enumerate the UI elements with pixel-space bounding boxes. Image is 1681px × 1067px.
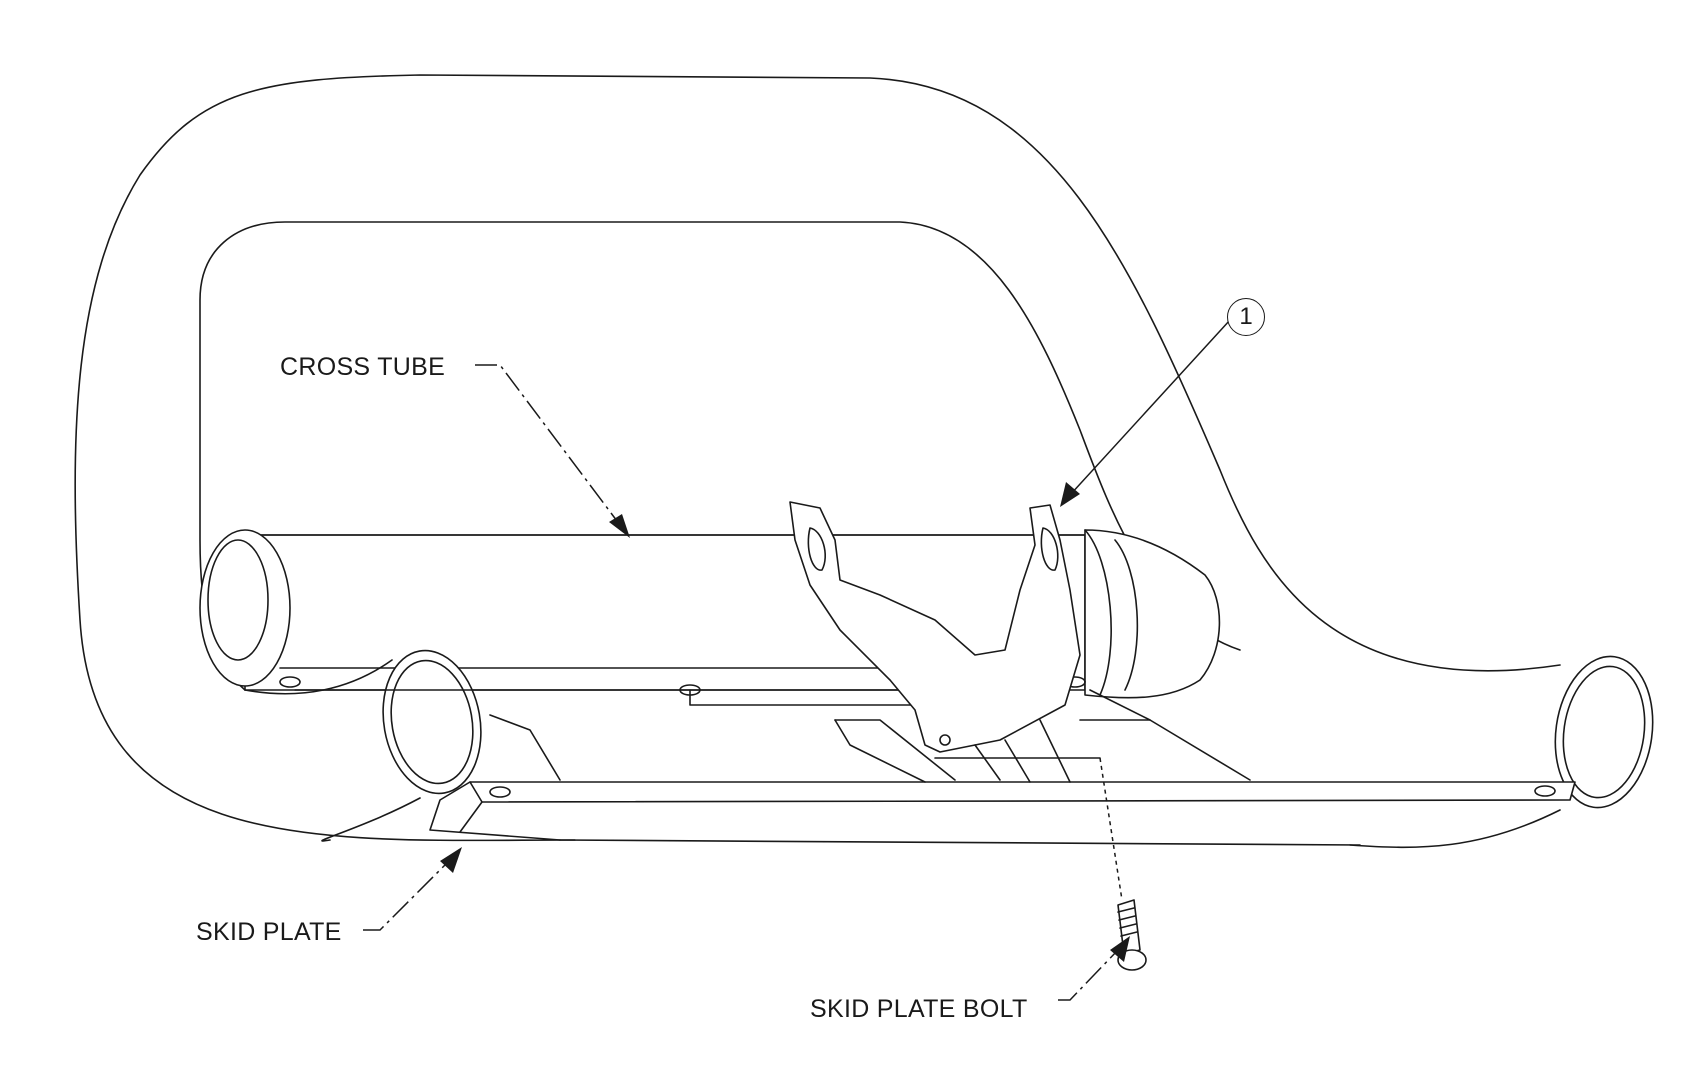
- bracket-part-1: [789, 501, 1081, 753]
- callout-1-leader: [1069, 319, 1231, 496]
- cross-tube-left-end: [199, 529, 291, 687]
- cross-tube-label: CROSS TUBE: [280, 353, 446, 381]
- skid-plate-bolt-leader: [1058, 949, 1119, 1001]
- callout-1-balloon: 1: [1227, 298, 1265, 336]
- frame-tube-lower: [1349, 809, 1561, 849]
- frame-tube-inner: [199, 221, 1241, 691]
- skid-plate-label: SKID PLATE: [196, 918, 342, 946]
- cross-tube-leader: [475, 364, 621, 526]
- lower-left-tube-end: [382, 649, 482, 795]
- frame-tube-outer: [74, 74, 1561, 842]
- skid-plate: [469, 781, 1576, 803]
- right-tube-end-inner: [1562, 665, 1646, 799]
- right-tube-end: [1554, 655, 1654, 809]
- skid-plate-bolt-label: SKID PLATE BOLT: [810, 995, 1028, 1023]
- cross-tube-right-cap: [1084, 529, 1221, 699]
- skid-plate-leader: [363, 859, 451, 931]
